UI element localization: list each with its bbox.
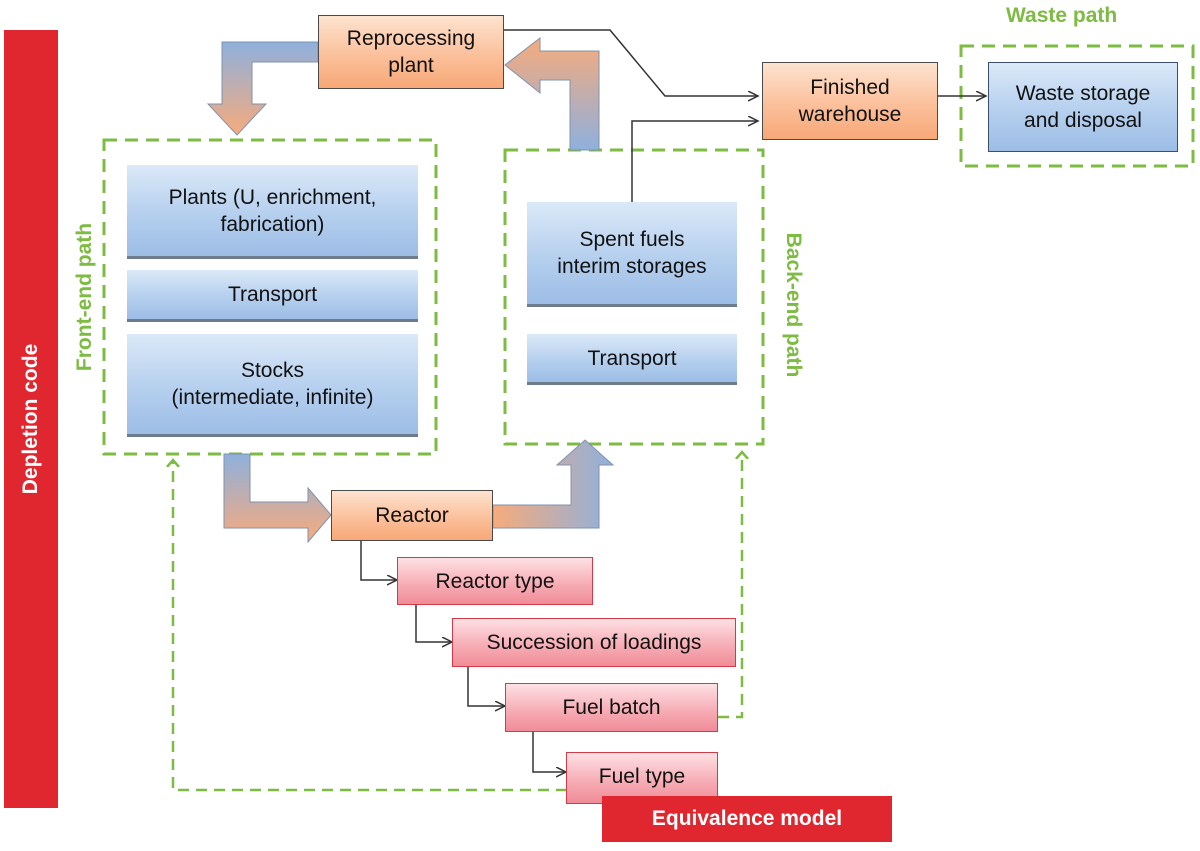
plants-line1: Plants (U, enrichment, xyxy=(168,185,377,209)
stocks-box: Stocks (intermediate, infinite) xyxy=(127,334,418,437)
finished-warehouse-line1: Finished xyxy=(810,76,890,99)
back-transport-box: Transport xyxy=(527,334,737,385)
stocks-line2: (intermediate, infinite) xyxy=(171,386,374,409)
fuel-batch-label: Fuel batch xyxy=(562,696,661,719)
front-transport-label: Transport xyxy=(227,283,318,306)
plants-line2: fabrication) xyxy=(220,212,325,236)
spent-fuels-box: Spent fuels interim storages xyxy=(527,202,737,307)
waste-group xyxy=(959,44,1195,168)
fuel-batch-box: Fuel batch xyxy=(505,683,718,732)
block-arrow-reactor-to-backend xyxy=(492,439,615,529)
depletion-code-label: Depletion code xyxy=(19,343,42,495)
connector-reactor-to-type xyxy=(360,541,397,580)
front-transport-box: Transport xyxy=(127,270,418,322)
finished-warehouse-box: Finished warehouse xyxy=(762,62,938,140)
waste-storage-box: Waste storage and disposal xyxy=(988,62,1178,152)
connector-loadings-to-batch xyxy=(467,667,505,706)
spent-fuels-line2: interim storages xyxy=(557,255,707,278)
front-end-path-label: Front-end path xyxy=(73,222,96,372)
spent-fuels-line1: Spent fuels xyxy=(579,228,685,251)
reactor-type-label: Reactor type xyxy=(435,569,555,593)
depletion-code-bar: Depletion code xyxy=(4,30,58,808)
reactor-label: Reactor xyxy=(375,504,449,527)
reactor-box: Reactor xyxy=(331,490,493,541)
reprocessing-plant-line1: Reprocessing xyxy=(346,27,476,50)
plants-box: Plants (U, enrichment, fabrication) xyxy=(127,165,418,259)
connector-type-to-loadings xyxy=(415,605,452,642)
succession-of-loadings-label: Succession of loadings xyxy=(486,631,702,654)
connector-reprocessing-to-warehouse xyxy=(504,29,758,96)
reactor-type-box: Reactor type xyxy=(397,557,593,605)
equivalence-model-label: Equivalence model xyxy=(651,807,843,830)
block-arrow-backend-to-reprocessing xyxy=(504,36,600,151)
block-arrow-frontend-to-reactor xyxy=(223,453,332,544)
back-end-group xyxy=(503,148,765,446)
front-end-group xyxy=(102,138,438,456)
back-transport-label: Transport xyxy=(587,346,677,370)
fuel-type-box: Fuel type xyxy=(566,752,718,804)
connector-batch-to-fueltype xyxy=(532,732,566,772)
finished-warehouse-line2: warehouse xyxy=(798,103,902,126)
back-end-path-label: Back-end path xyxy=(782,232,805,378)
waste-path-label: Waste path xyxy=(1006,4,1118,27)
connector-spentfuels-to-warehouse xyxy=(631,121,758,202)
stocks-line1: Stocks xyxy=(240,359,304,382)
waste-storage-line2: and disposal xyxy=(1024,109,1142,132)
block-arrow-reprocessing-to-frontend xyxy=(206,41,319,136)
waste-storage-line1: Waste storage xyxy=(1015,82,1151,105)
equivalence-model-bar: Equivalence model xyxy=(602,796,892,842)
fuel-type-label: Fuel type xyxy=(598,765,686,788)
reprocessing-plant-line2: plant xyxy=(388,54,434,77)
feedback-fuelbatch-to-backend xyxy=(718,452,742,719)
succession-of-loadings-box: Succession of loadings xyxy=(452,618,736,667)
feedback-fueltype-to-frontend xyxy=(173,460,567,792)
reprocessing-plant-box: Reprocessing plant xyxy=(318,15,504,89)
